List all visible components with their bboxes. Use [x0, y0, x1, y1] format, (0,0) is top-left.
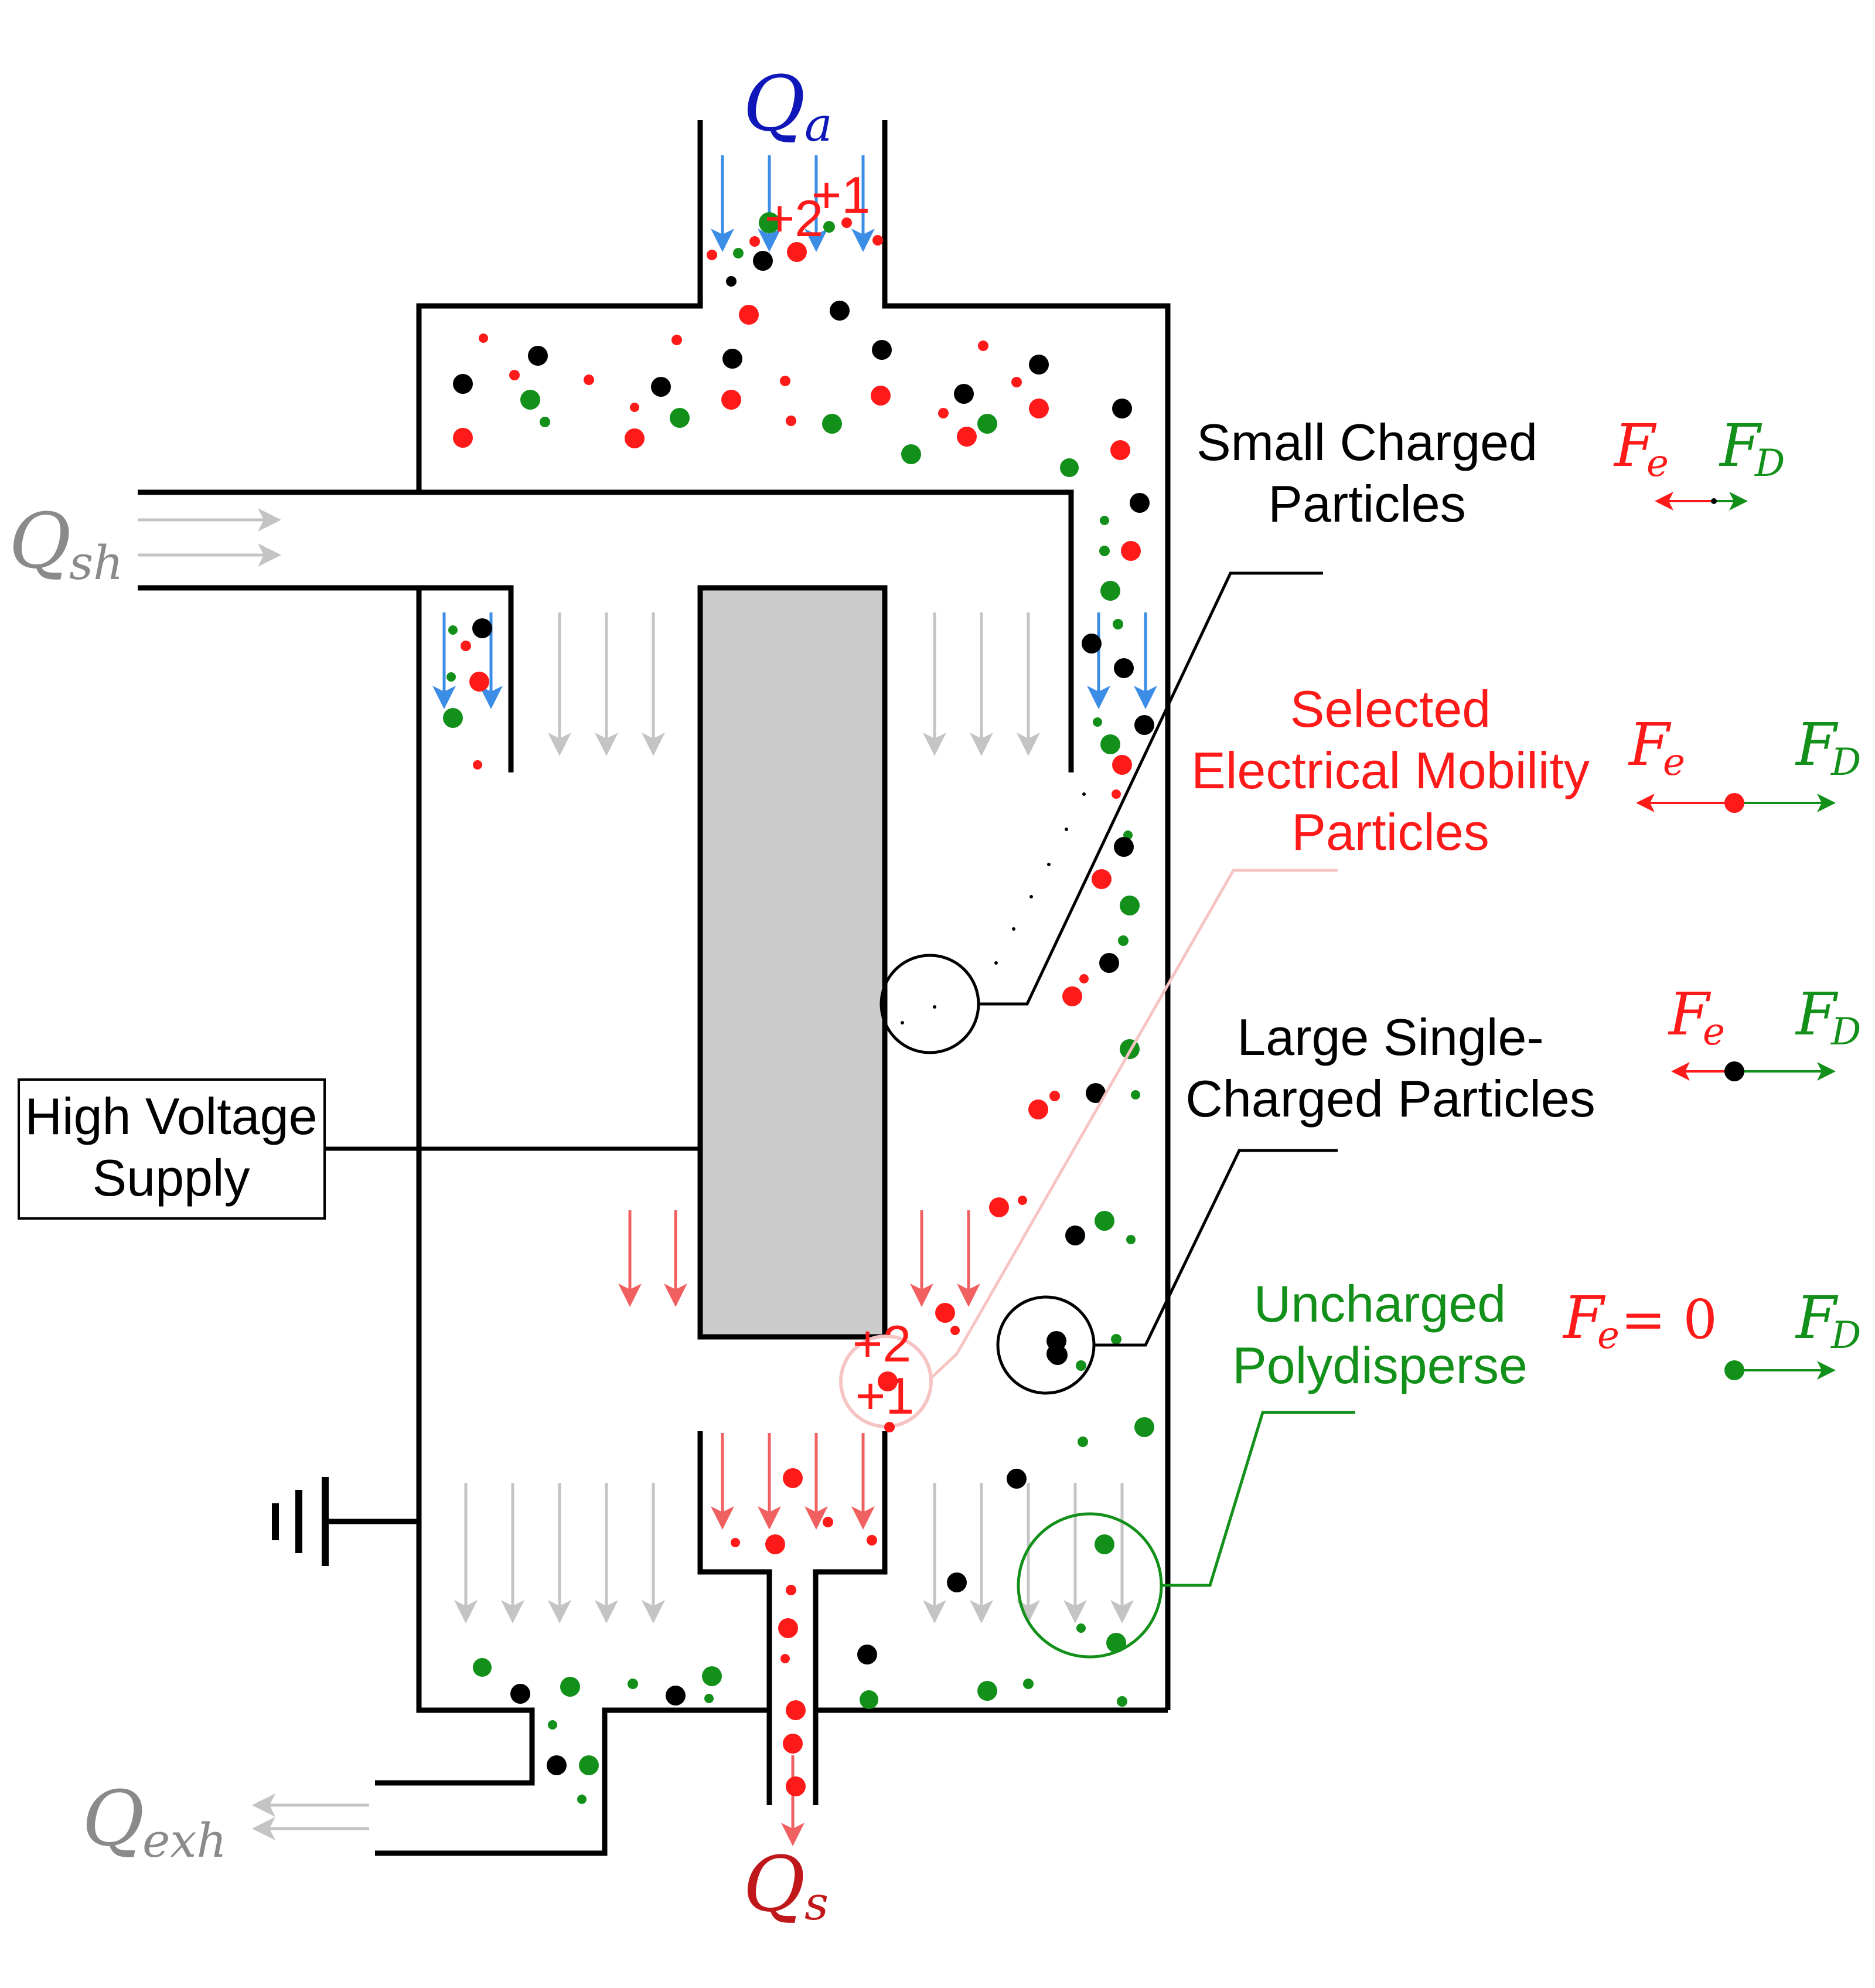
- large-charged-highlight: [996, 1149, 1338, 1395]
- sheath-inlet-arrows: [138, 508, 281, 567]
- sheath-flow-arrows-upper: [548, 612, 1040, 756]
- fd-label-uncharged: F: [1795, 1284, 1839, 1352]
- fe-sub-small: e: [1646, 442, 1669, 485]
- fe-label-small: F: [1613, 411, 1657, 480]
- sheath-duct-top: [138, 489, 1074, 772]
- particles-red: [453, 217, 1141, 1796]
- charge-label-plus1: +1: [855, 1367, 914, 1425]
- exhaust-outlet-arrows: [252, 1793, 369, 1840]
- aerosol-flow-subscript: a: [804, 97, 833, 152]
- force-small: F e F D: [1613, 411, 1785, 510]
- exhaust-flow-subscript: exh: [142, 1813, 227, 1868]
- sample-flow-symbol: Q: [743, 1840, 806, 1929]
- selected-particles-highlight: +2 +1: [839, 869, 1338, 1432]
- bottom-right-wall: [813, 1707, 1168, 1805]
- fe-sub-uncharged: e: [1597, 1314, 1620, 1357]
- fd-sub-selected: D: [1830, 741, 1861, 784]
- sample-slit-left: [697, 1431, 772, 1710]
- fd-label-small: F: [1719, 411, 1762, 480]
- force-large: F e F D: [1668, 980, 1861, 1081]
- exhaust-flow-symbol: Q: [82, 1774, 145, 1863]
- fd-sub-uncharged: D: [1830, 1314, 1861, 1357]
- sample-flow-subscript: s: [804, 1876, 829, 1931]
- legend-uncharged-line1: Uncharged: [1254, 1275, 1506, 1333]
- legend-small-line2: Particles: [1268, 475, 1465, 533]
- fd-sub-small: D: [1754, 442, 1785, 485]
- legend-small-line1: Small Charged: [1196, 413, 1538, 471]
- legend-selected-line1: Selected: [1290, 680, 1491, 738]
- aerosol-flow-symbol: Q: [743, 59, 806, 148]
- charge-label-plus2: +2: [853, 1315, 911, 1373]
- fe-zero-uncharged: = 0: [1621, 1288, 1717, 1351]
- exhaust-duct: [375, 1707, 772, 1856]
- aerosol-flow-arrows: [432, 155, 1157, 709]
- sheath-flow-subscript: sh: [69, 536, 124, 590]
- inlet-charge-label-plus1: +1: [812, 166, 870, 224]
- outer-left-wall: [375, 588, 535, 1786]
- fd-label-large: F: [1795, 980, 1839, 1049]
- aerosol-inlet-wall-right: [882, 120, 1171, 1710]
- sample-slit-right: [813, 1431, 888, 1710]
- uncharged-highlight: [1017, 1411, 1355, 1659]
- legend-selected-line2: Electrical Mobility: [1191, 741, 1590, 799]
- sheath-flow-label: Q sh: [9, 496, 124, 590]
- fe-label-selected: F: [1628, 710, 1672, 779]
- center-rod-electrode: [697, 585, 888, 1340]
- legend-uncharged-line2: Polydisperse: [1232, 1336, 1528, 1394]
- legend-large-line2: Charged Particles: [1185, 1070, 1595, 1128]
- aerosol-flow-label: Q a: [743, 59, 833, 152]
- sample-flow-label: Q s: [743, 1840, 829, 1931]
- ground-icon: [272, 1477, 419, 1566]
- sheath-duct-bottom: [138, 585, 514, 772]
- particles-black: [453, 251, 1154, 1775]
- inlet-charge-label-plus2: +2: [765, 189, 823, 247]
- force-selected: F e F D: [1628, 710, 1861, 813]
- fe-label-uncharged: F: [1562, 1284, 1606, 1352]
- sheath-flow-arrows-lower: [454, 1483, 1134, 1623]
- particles-green: [443, 212, 1154, 1804]
- fe-sub-selected: e: [1663, 741, 1685, 784]
- fd-label-selected: F: [1795, 710, 1839, 779]
- high-voltage-supply-line1: High Voltage: [25, 1087, 317, 1145]
- selected-flow-arrows: [618, 1210, 980, 1846]
- fe-label-large: F: [1668, 980, 1712, 1049]
- fe-sub-large: e: [1703, 1010, 1725, 1054]
- exhaust-flow-label: Q exh: [82, 1774, 227, 1868]
- high-voltage-supply-line2: Supply: [92, 1149, 250, 1207]
- small-charged-highlight: [879, 571, 1323, 1054]
- aerosol-inlet-wall-left: [416, 120, 703, 492]
- high-voltage-supply-box: [18, 1078, 326, 1220]
- legend-selected-line3: Particles: [1291, 803, 1489, 861]
- fd-sub-large: D: [1830, 1010, 1861, 1054]
- column-walls: [138, 120, 1171, 1856]
- sheath-flow-symbol: Q: [9, 496, 71, 585]
- force-uncharged: F e = 0 F D: [1562, 1284, 1861, 1380]
- legend-large-line1: Large Single-: [1237, 1008, 1543, 1066]
